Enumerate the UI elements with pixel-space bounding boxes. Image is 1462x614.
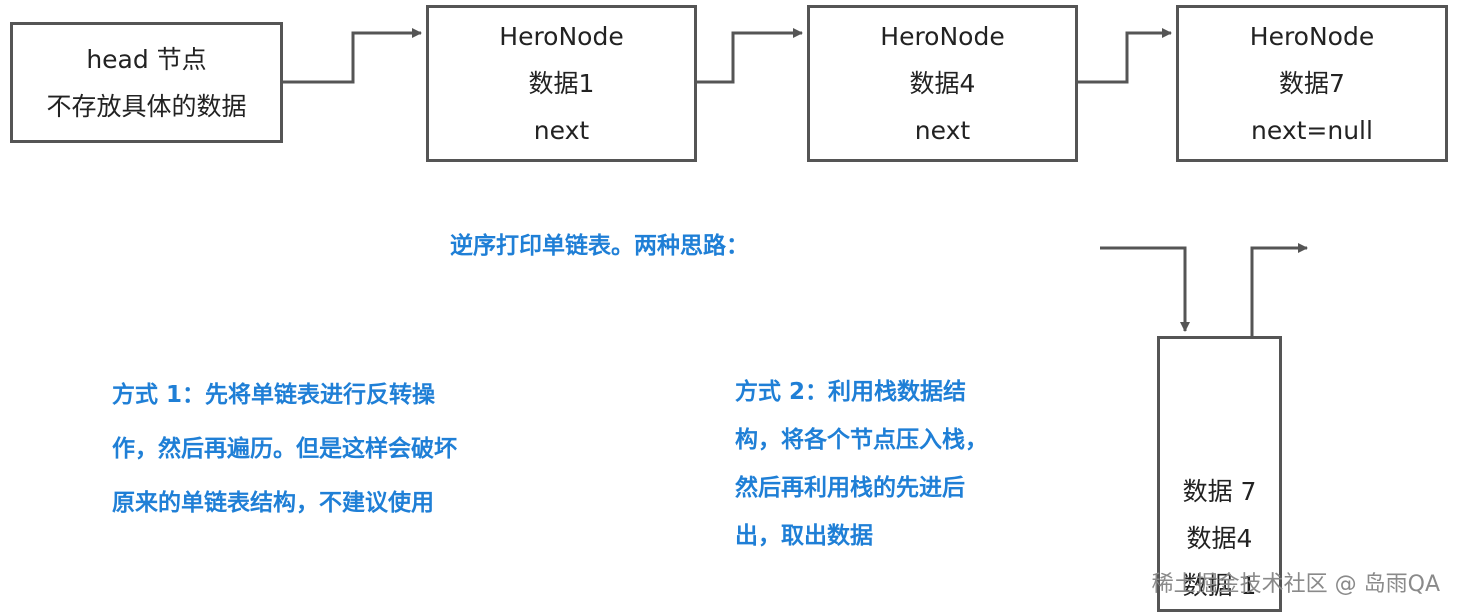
method-2-line: 出，取出数据 <box>735 523 873 549</box>
stack-item: 数据 7 <box>1182 477 1257 506</box>
hero-node-1: HeroNode 数据1 next <box>426 5 697 162</box>
node-data-label: 数据4 <box>909 69 976 98</box>
method-2-line: 方式 2：利用栈数据结 <box>735 379 967 405</box>
stack-item: 数据 1 <box>1182 571 1257 600</box>
head-node-title: head 节点 <box>86 44 207 74</box>
method-2-line: 然后再利用栈的先进后 <box>735 475 965 501</box>
reverse-print-heading: 逆序打印单链表。两种思路： <box>450 233 749 259</box>
method-1-line: 原来的单链表结构，不建议使用 <box>112 490 434 516</box>
arrow-push-into-stack <box>1100 246 1190 332</box>
stack-item: 数据4 <box>1186 524 1253 553</box>
head-node-box: head 节点 不存放具体的数据 <box>10 22 283 143</box>
node-next-label: next <box>914 116 971 145</box>
hero-node-2: HeroNode 数据4 next <box>807 5 1078 162</box>
node-next-label: next <box>533 116 590 145</box>
method-1-line: 方式 1：先将单链表进行反转操 <box>112 382 436 408</box>
node-type-label: HeroNode <box>499 22 624 51</box>
node-data-label: 数据1 <box>528 69 595 98</box>
arrow-node2-to-node3 <box>1078 28 1172 84</box>
node-type-label: HeroNode <box>880 22 1005 51</box>
hero-node-3: HeroNode 数据7 next=null <box>1176 5 1448 162</box>
arrow-pop-from-stack <box>1250 243 1308 336</box>
node-next-label: next=null <box>1251 116 1373 145</box>
node-type-label: HeroNode <box>1249 22 1375 51</box>
method-1-line: 作，然后再遍历。但是这样会破坏 <box>112 436 457 462</box>
stack-box: 数据 7 数据4 数据 1 <box>1157 336 1282 612</box>
method-2-description: 方式 2：利用栈数据结 构，将各个节点压入栈， 然后再利用栈的先进后 出，取出数… <box>735 368 988 560</box>
node-data-label: 数据7 <box>1279 69 1345 98</box>
watermark: 稀土掘金技术社区 @ 岛雨QA <box>1151 572 1440 597</box>
head-node-note: 不存放具体的数据 <box>46 91 247 121</box>
method-1-description: 方式 1：先将单链表进行反转操 作，然后再遍历。但是这样会破坏 原来的单链表结构… <box>112 368 457 530</box>
arrow-node1-to-node2 <box>697 28 803 84</box>
method-2-line: 构，将各个节点压入栈， <box>735 427 988 453</box>
arrow-head-to-node1 <box>283 28 422 84</box>
